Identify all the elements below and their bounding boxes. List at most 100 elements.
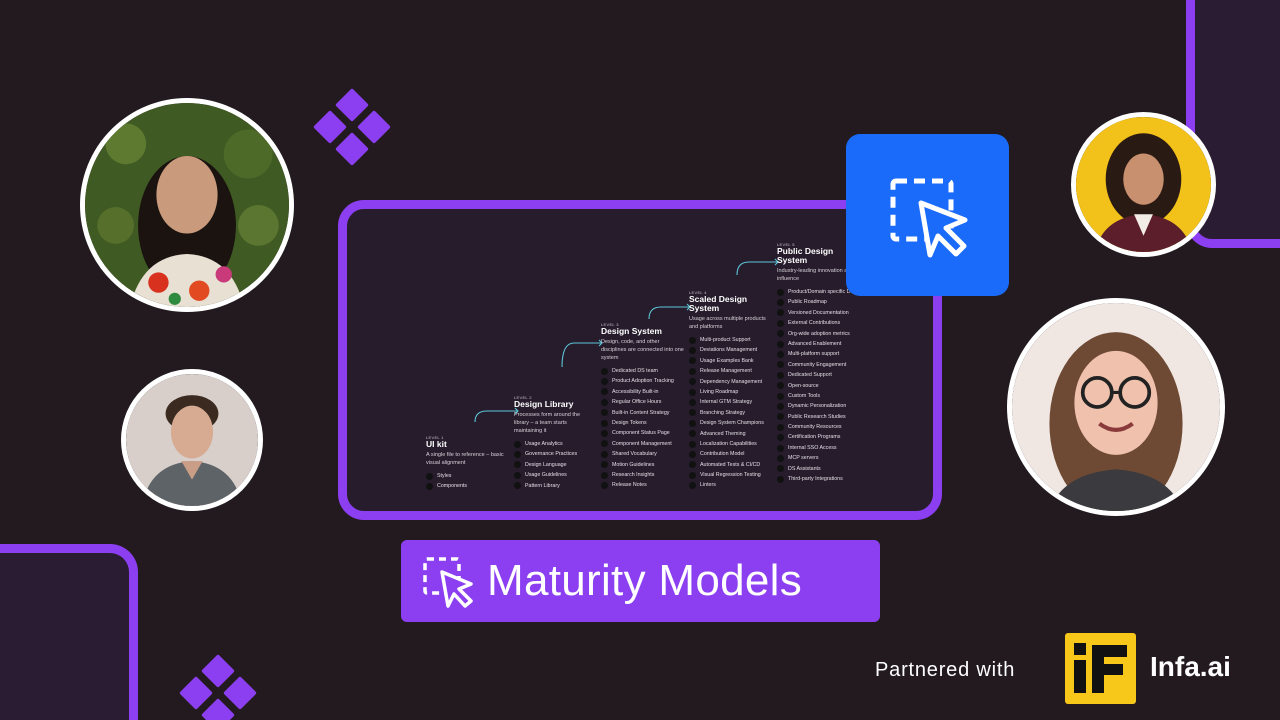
- list-item: Accessibility Built-in: [601, 387, 685, 397]
- diamond-cluster-icon: [178, 654, 258, 720]
- list-item: MCP servers: [777, 453, 859, 463]
- bullet-icon: [426, 472, 433, 480]
- list-item: Component Management: [601, 439, 685, 449]
- level-label: LEVEL 5: [777, 242, 795, 247]
- bullet-icon: [689, 419, 696, 427]
- list-item: Automated Tests & CI/CD: [689, 460, 773, 470]
- list-item: Styles: [426, 471, 506, 481]
- level-2-column: LEVEL 2 Design Library Processes form ar…: [514, 395, 596, 491]
- bullet-icon: [514, 451, 521, 459]
- bullet-icon: [601, 409, 608, 417]
- level-description: Processes form around the library – a te…: [514, 412, 581, 434]
- list-item: Design Tokens: [601, 418, 685, 428]
- step-arrows: [474, 258, 779, 423]
- selection-cursor-tile: [846, 134, 1009, 296]
- avatar: [80, 98, 294, 312]
- list-item: Community Resources: [777, 422, 859, 432]
- bullet-icon: [601, 481, 608, 489]
- page-title: Maturity Models: [487, 556, 803, 605]
- bullet-icon: [689, 482, 696, 490]
- list-item: Custom Tools: [777, 391, 859, 401]
- bullet-icon: [777, 392, 784, 400]
- list-item: Release Notes: [601, 480, 685, 490]
- level-title: UI kit: [426, 439, 447, 449]
- bullet-icon: [426, 483, 433, 491]
- list-item: Community Engagement: [777, 360, 859, 370]
- bullet-icon: [601, 378, 608, 386]
- list-item: Advanced Theming: [689, 429, 773, 439]
- list-item: Release Management: [689, 366, 773, 376]
- selection-cursor-icon: [423, 557, 473, 608]
- list-item: Motion Guidelines: [601, 460, 685, 470]
- list-item: Usage Examples Bank: [689, 356, 773, 366]
- avatar: [1071, 112, 1216, 257]
- bullet-icon: [689, 367, 696, 375]
- list-item: Org-wide adoption metrics: [777, 329, 859, 339]
- list-item: Component Status Page: [601, 428, 685, 438]
- list-item: Usage Analytics: [514, 439, 596, 449]
- list-item: Branching Strategy: [689, 408, 773, 418]
- level-4-column: LEVEL 4 Scaled Design System Usage acros…: [689, 290, 773, 491]
- bullet-icon: [689, 357, 696, 365]
- bullet-icon: [689, 336, 696, 344]
- list-item: Dedicated DS team: [601, 366, 685, 376]
- bullet-icon: [601, 430, 608, 438]
- level-items: Usage Analytics Governance Practices Des…: [514, 439, 596, 491]
- bullet-icon: [777, 299, 784, 307]
- bullet-icon: [777, 288, 784, 296]
- bullet-icon: [689, 430, 696, 438]
- level-label: LEVEL 3: [601, 322, 619, 327]
- bullet-icon: [601, 471, 608, 479]
- list-item: Internal GTM Strategy: [689, 397, 773, 407]
- bullet-icon: [601, 398, 608, 406]
- bullet-icon: [514, 461, 521, 469]
- bullet-icon: [689, 471, 696, 479]
- infa-logo-icon: [1065, 633, 1136, 704]
- list-item: Versioned Documentation: [777, 308, 859, 318]
- list-item: Usage Guidelines: [514, 470, 596, 480]
- list-item: Contribution Model: [689, 449, 773, 459]
- list-item: Research Insights: [601, 470, 685, 480]
- list-item: Multi-product Support: [689, 335, 773, 345]
- level-title: Scaled Design System: [689, 294, 748, 313]
- bullet-icon: [689, 399, 696, 407]
- bullet-icon: [777, 444, 784, 452]
- avatar: [1007, 298, 1225, 516]
- level-items: Styles Components: [426, 471, 506, 492]
- list-item: DS Assistants: [777, 464, 859, 474]
- partner-label: Partnered with: [875, 659, 1016, 681]
- bullet-icon: [601, 440, 608, 448]
- list-item: Multi-platform support: [777, 349, 859, 359]
- list-item: Open-source: [777, 381, 859, 391]
- list-item: Product/Domain specific Design Systems: [777, 287, 885, 297]
- level-items: Dedicated DS team Product Adoption Track…: [601, 366, 685, 491]
- list-item: Design Language: [514, 460, 596, 470]
- bullet-icon: [777, 371, 784, 379]
- bullet-icon: [777, 309, 784, 317]
- bullet-icon: [601, 367, 608, 375]
- bullet-icon: [601, 450, 608, 458]
- bullet-icon: [777, 465, 784, 473]
- bullet-icon: [777, 454, 784, 462]
- bullet-icon: [689, 461, 696, 469]
- bullet-icon: [689, 388, 696, 396]
- level-label: LEVEL 1: [426, 435, 444, 440]
- bullet-icon: [689, 347, 696, 355]
- partner-name: Infa.ai: [1150, 651, 1231, 682]
- list-item: Third-party Integrations: [777, 474, 859, 484]
- list-item: Visual Regression Testing: [689, 470, 773, 480]
- bullet-icon: [777, 434, 784, 442]
- list-item: Certification Programs: [777, 432, 859, 442]
- list-item: Dedicated Support: [777, 370, 859, 380]
- bullet-icon: [601, 388, 608, 396]
- level-description: Industry-leading innovation and influenc…: [777, 268, 854, 282]
- decorative-frame-bottom-left: [0, 544, 138, 720]
- title-banner: Maturity Models: [401, 540, 880, 622]
- bullet-icon: [689, 409, 696, 417]
- bullet-icon: [601, 419, 608, 427]
- level-3-column: LEVEL 3 Design System Design, code, and …: [601, 322, 685, 491]
- list-item: External Contributions: [777, 318, 859, 328]
- level-label: LEVEL 2: [514, 395, 532, 400]
- level-label: LEVEL 4: [689, 290, 707, 295]
- list-item: Pattern Library: [514, 481, 596, 491]
